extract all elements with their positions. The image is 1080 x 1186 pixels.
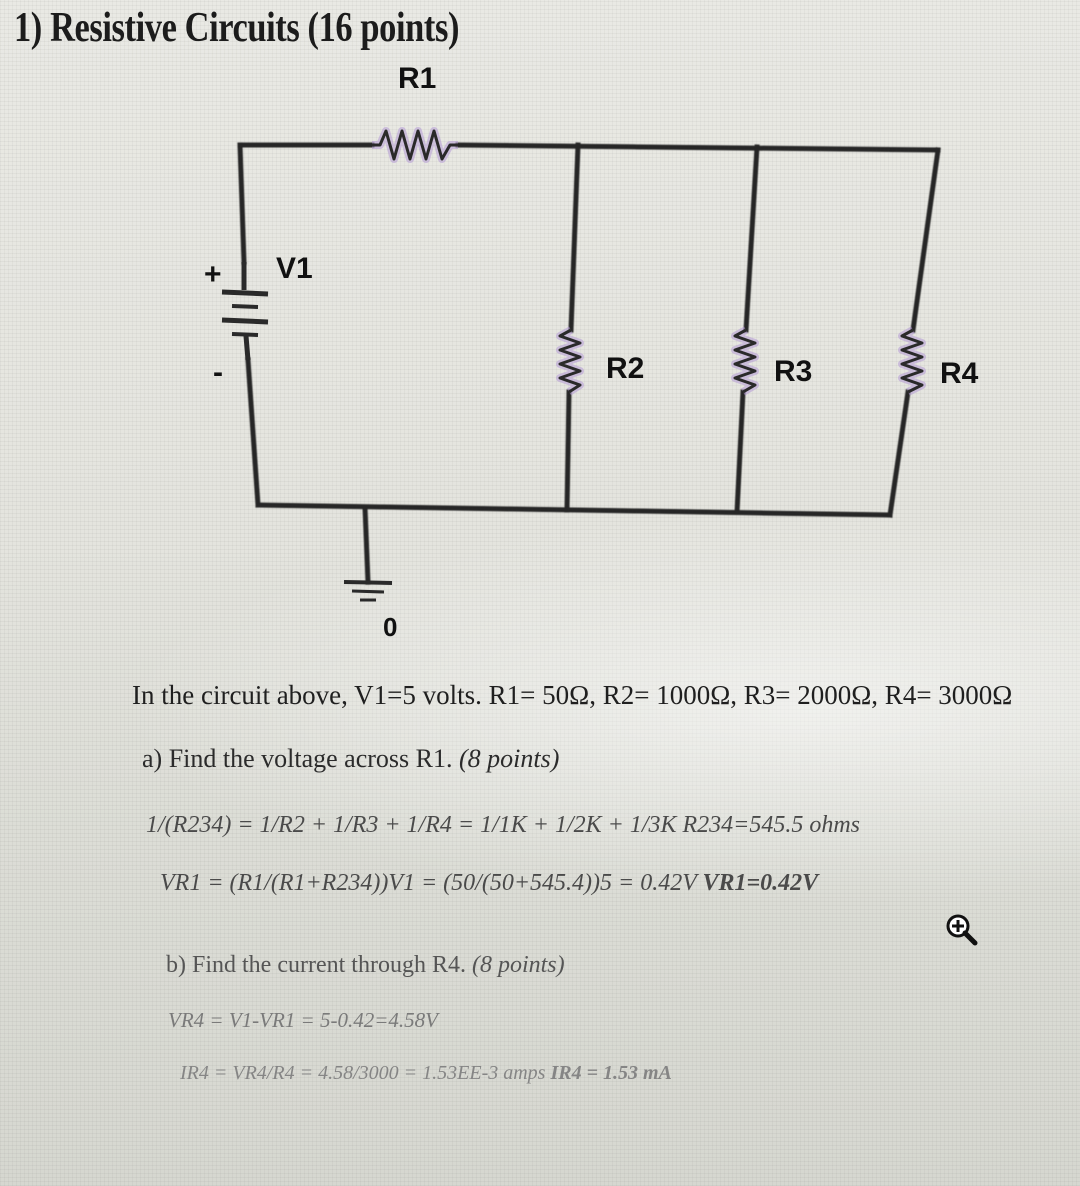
- wire-r3-bottom: [734, 389, 746, 515]
- wire-left-upper: [237, 142, 247, 265]
- wire-bottom: [255, 502, 893, 518]
- wire-r4-top: [910, 147, 941, 333]
- answer-b-line-2: IR4 = VR4/R4 = 4.58/3000 = 1.53EE-3 amps…: [180, 1062, 672, 1085]
- ground-symbol: [343, 580, 393, 602]
- question-b-prompt: b) Find the current through R4.: [166, 952, 472, 978]
- label-r4: R4: [940, 357, 979, 390]
- label-minus: -: [213, 356, 223, 389]
- question-b-points: (8 points): [471, 952, 565, 978]
- wire-r2-top: [568, 142, 581, 333]
- wire-r2-bottom: [564, 389, 572, 513]
- label-r2: R2: [606, 352, 644, 385]
- wire-r4-bottom: [887, 389, 911, 518]
- answer-b-result: IR4 = 1.53 mA: [550, 1062, 672, 1084]
- circuit-diagram: R1 V1 + - R2 R3 R4 0: [204, 62, 979, 642]
- label-r3: R3: [774, 355, 812, 388]
- label-ground: 0: [383, 612, 397, 642]
- question-b: b) Find the current through R4. (8 point…: [166, 952, 565, 979]
- question-a-prompt: a) Find the voltage across R1.: [142, 744, 459, 773]
- wire-ground: [362, 505, 371, 585]
- page-title: 1) Resistive Circuits (16 points): [14, 5, 460, 51]
- question-a: a) Find the voltage across R1. (8 points…: [142, 744, 559, 774]
- answer-b-work: IR4 = VR4/R4 = 4.58/3000 = 1.53EE-3 amps: [180, 1062, 551, 1084]
- label-v1: V1: [276, 252, 313, 285]
- wire-top-right: [455, 142, 941, 153]
- zoom-in-icon[interactable]: [944, 912, 978, 946]
- label-plus: +: [204, 258, 222, 291]
- question-a-points: (8 points): [459, 744, 560, 773]
- wire-r3-top: [743, 144, 760, 333]
- answer-a-line-2: VR1 = (R1/(R1+R234))V1 = (50/(50+545.4))…: [160, 870, 818, 897]
- answer-a-result: VR1=0.42V: [702, 870, 819, 896]
- label-r1: R1: [398, 62, 436, 95]
- battery-v1: [221, 262, 269, 361]
- answer-b-line-1: VR4 = V1-VR1 = 5-0.42=4.58V: [168, 1008, 438, 1032]
- answer-a-line-1: 1/(R234) = 1/R2 + 1/R3 + 1/R4 = 1/1K + 1…: [146, 812, 861, 838]
- wire-left-lower: [245, 357, 261, 508]
- problem-statement: In the circuit above, V1=5 volts. R1= 50…: [132, 680, 1013, 710]
- answer-a-work: VR1 = (R1/(R1+R234))V1 = (50/(50+545.4))…: [160, 870, 703, 896]
